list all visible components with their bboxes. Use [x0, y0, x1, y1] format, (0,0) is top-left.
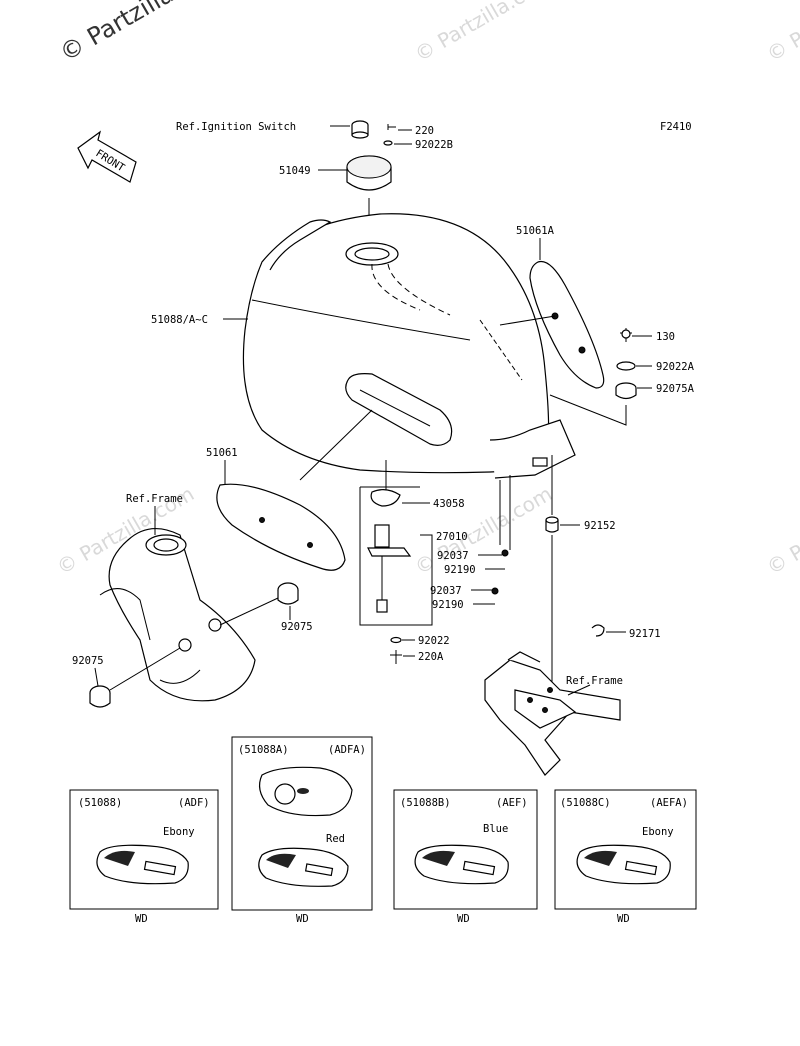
variant-code: (ADFA) — [328, 744, 366, 756]
label-92022B: 92022B — [415, 139, 453, 151]
tank-cap-51049 — [346, 155, 392, 191]
label-92075A: 92075A — [656, 383, 695, 395]
variant-color: Ebony — [163, 826, 195, 838]
front-arrow-icon: FRONT — [77, 130, 137, 183]
damper-92075-upper — [277, 582, 299, 605]
label-92022: 92022 — [418, 635, 450, 647]
callout-labels: Ref.Ignition Switch 220 92022B 51049 510… — [72, 121, 695, 687]
label-51061: 51061 — [206, 447, 238, 459]
fuel-pump-assembly — [359, 486, 433, 626]
label-92171: 92171 — [629, 628, 661, 640]
label-92037-a: 92037 — [437, 550, 469, 562]
variant-region: WD — [617, 913, 630, 925]
figure-code: F2410 — [660, 121, 692, 133]
variant-part: (51088A) — [238, 744, 289, 756]
label-ref-frame-left: Ref.Frame — [126, 493, 183, 505]
side-cover-51061 — [216, 483, 346, 571]
variant-code: (AEFA) — [650, 797, 688, 809]
label-43058: 43058 — [433, 498, 465, 510]
frame-right — [484, 651, 621, 776]
variant-color: Red — [326, 833, 345, 845]
watermark-repeat: © Partzilla.com — [411, 0, 557, 66]
variant-part: (51088) — [78, 797, 122, 809]
variant-region: WD — [457, 913, 470, 925]
variant-part: (51088C) — [560, 797, 611, 809]
variant-code: (ADF) — [178, 797, 210, 809]
ignition-switch-cap — [351, 120, 396, 146]
label-27010: 27010 — [436, 531, 468, 543]
label-ref-ignition-switch: Ref.Ignition Switch — [176, 121, 296, 133]
variant-color: Ebony — [642, 826, 674, 838]
damper-92075-lower — [89, 685, 111, 708]
label-51049: 51049 — [279, 165, 311, 177]
washer-92022 — [390, 636, 402, 644]
variant-box-51088B: (51088B) (AEF) Blue WD — [393, 789, 538, 925]
label-92075-lower: 92075 — [72, 655, 104, 667]
watermark-main: © Partzilla.com — [55, 0, 229, 67]
label-130: 130 — [656, 331, 675, 343]
bolt-220A — [390, 650, 402, 664]
watermark-repeat: © Partzilla.com — [763, 481, 800, 579]
variant-box-51088A: (51088A) (ADFA) Red WD — [231, 736, 373, 925]
watermark-repeat: © Partzilla.com — [763, 0, 800, 66]
variant-part: (51088B) — [400, 797, 451, 809]
label-92190-b: 92190 — [432, 599, 464, 611]
variant-code: (AEF) — [496, 797, 528, 809]
label-220A: 220A — [418, 651, 444, 663]
label-92075-upper: 92075 — [281, 621, 313, 633]
label-ref-frame-right: Ref.Frame — [566, 675, 623, 687]
variant-color: Blue — [483, 823, 508, 835]
variant-box-51088C: (51088C) (AEFA) Ebony WD — [554, 789, 697, 925]
frame-left — [99, 528, 256, 702]
fuel-tank — [242, 213, 576, 479]
label-92152: 92152 — [584, 520, 616, 532]
washer-92022A — [616, 361, 636, 371]
hoses — [491, 475, 542, 632]
label-51061A: 51061A — [516, 225, 555, 237]
label-51088: 51088/A~C — [151, 314, 208, 326]
variant-box-51088: (51088) (ADF) Ebony WD — [69, 789, 219, 925]
clamp-92171 — [591, 624, 605, 637]
label-92037-b: 92037 — [430, 585, 462, 597]
label-220: 220 — [415, 125, 434, 137]
label-92190-a: 92190 — [444, 564, 476, 576]
grommet-92152 — [545, 516, 559, 533]
variant-region: WD — [135, 913, 148, 925]
bolt-130 — [620, 328, 632, 342]
side-cover-51061A — [499, 260, 605, 389]
variant-region: WD — [296, 913, 309, 925]
label-92022A: 92022A — [656, 361, 695, 373]
damper-92075A — [615, 382, 637, 400]
